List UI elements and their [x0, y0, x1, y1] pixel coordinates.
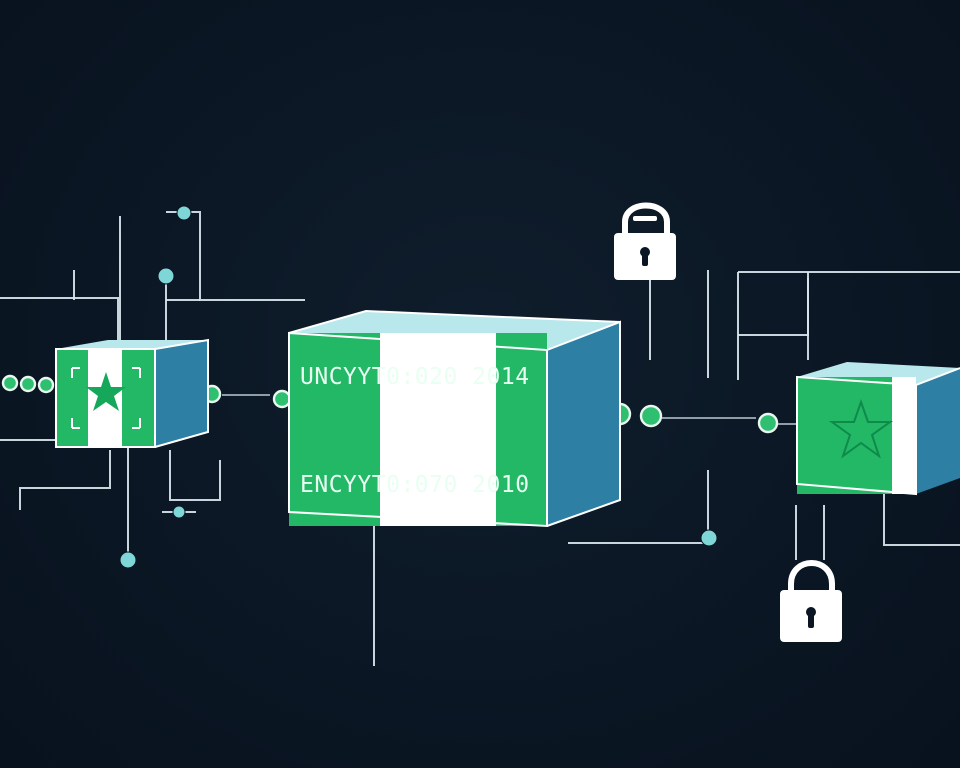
- right-crypto-block: [796, 362, 960, 496]
- encrypted-label: ENCYYT0:070 2010: [300, 472, 530, 498]
- star-icon: [86, 372, 126, 411]
- padlock-icon: [780, 560, 842, 642]
- circuit-node: [119, 551, 137, 569]
- circuit-node: [157, 267, 175, 285]
- star-icon: [828, 398, 894, 459]
- right-circuit-wires: [737, 271, 960, 560]
- unencrypted-label: UNCYYT0:020 2014: [300, 364, 530, 390]
- left-crypto-block: [55, 338, 209, 448]
- left-circuit-nodes: [119, 205, 192, 569]
- corner-brackets: [71, 367, 141, 429]
- circuit-node: [700, 529, 718, 547]
- circuit-node: [176, 205, 192, 221]
- circuit-node: [172, 505, 186, 519]
- center-crypto-block: UNCYYT0:020 2014 ENCYYT0:070 2010: [288, 309, 621, 528]
- chain-left-entry: [1, 374, 55, 394]
- right-circuit-nodes: [700, 529, 718, 547]
- padlock-icon: [614, 202, 676, 280]
